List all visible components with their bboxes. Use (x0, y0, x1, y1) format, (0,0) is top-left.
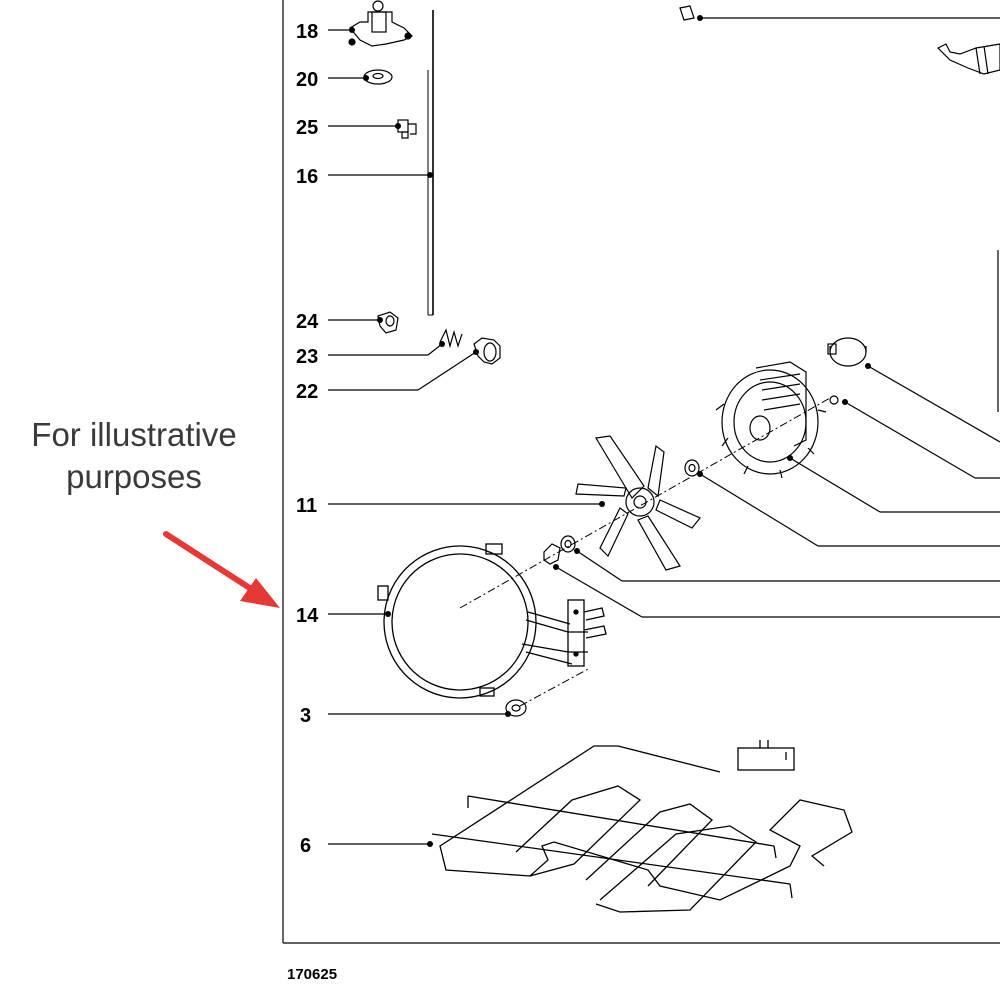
part-label: 18 (296, 21, 318, 43)
rod-part (427, 10, 999, 412)
part-label: 14 (296, 605, 319, 627)
leader-dots (349, 15, 871, 847)
part-label: 24 (296, 311, 319, 333)
grill-element-part (431, 740, 853, 913)
bracket-part (348, 0, 414, 47)
spring-part (439, 328, 463, 349)
note-line-2: purposes (66, 458, 202, 495)
leader-lines (328, 17, 1000, 845)
washer-part (363, 69, 393, 85)
fan-blade-part (575, 435, 701, 571)
part-label: 6 (300, 835, 311, 857)
part-label: 23 (296, 346, 318, 368)
part-label: 22 (296, 381, 318, 403)
part-label: 11 (296, 495, 317, 517)
note-line-1: For illustrative (31, 416, 237, 453)
cap-part (377, 311, 399, 334)
diagram-frame (282, 0, 1000, 944)
button-part (473, 337, 501, 365)
connector-part (679, 5, 1000, 75)
part-label: 3 (300, 705, 311, 727)
clip-part (397, 119, 417, 139)
part-label: 16 (296, 166, 318, 188)
circular-element-part (377, 543, 607, 699)
screw-part (505, 699, 527, 717)
fan-motor-part (715, 361, 839, 479)
part-label: 25 (296, 117, 318, 139)
pointer-arrow-icon (163, 531, 280, 608)
part-label: 20 (296, 69, 318, 91)
spacer-part (543, 459, 700, 565)
illustrative-note: For illustrative purposes (0, 414, 268, 498)
diagram-id: 170625 (287, 966, 337, 983)
motor-clamp-part (827, 337, 867, 367)
assembly-axis (459, 397, 831, 707)
